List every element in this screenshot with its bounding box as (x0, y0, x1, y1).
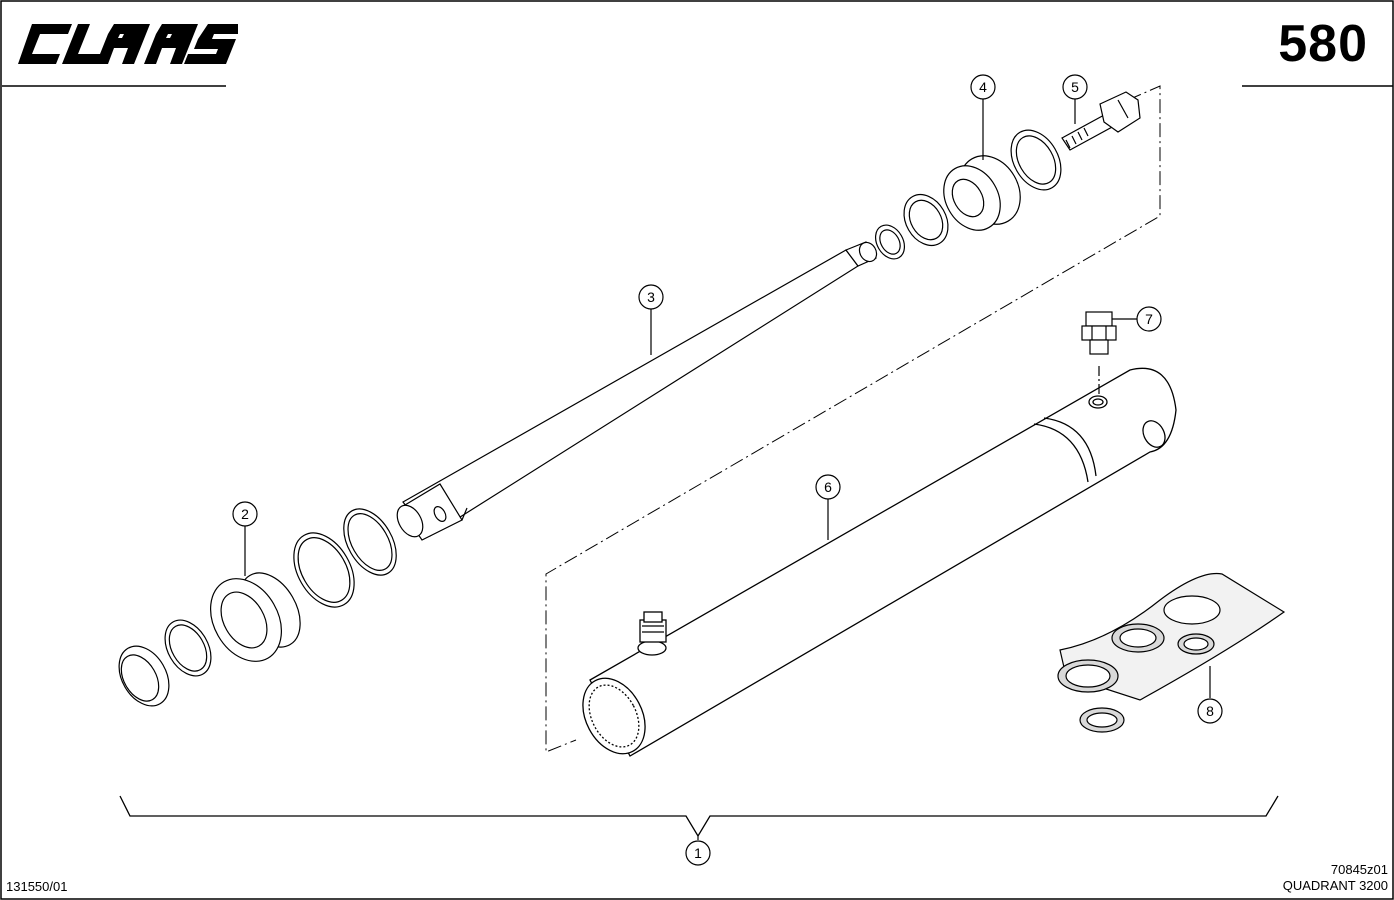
rod-end-seal-set (874, 129, 1062, 260)
footer-right: 70845z01 QUADRANT 3200 (1283, 862, 1388, 894)
callout-1-label: 1 (694, 845, 702, 861)
callout-1: 1 (685, 840, 711, 866)
claas-logo (18, 24, 238, 64)
drawing-number: 70845z01 (1330, 862, 1388, 877)
callout-6: 6 (815, 474, 841, 500)
leader-lines (244, 99, 1211, 840)
piston-seal-set (118, 508, 397, 707)
page-number: 580 (1278, 15, 1368, 73)
piston-rod (396, 241, 878, 541)
document-number: 131550/01 (6, 879, 68, 894)
callout-2-label: 2 (241, 506, 249, 522)
callout-8: 8 (1197, 698, 1223, 724)
callout-7-label: 7 (1145, 311, 1153, 327)
callout-6-label: 6 (824, 479, 832, 495)
callout-4: 4 (970, 74, 996, 100)
callout-5: 5 (1062, 74, 1088, 100)
callout-2: 2 (232, 501, 258, 527)
assembly-outline-rod (545, 85, 1161, 753)
callout-7: 7 (1136, 306, 1162, 332)
cylinder-tube (582, 367, 1177, 757)
assembly-brace (119, 795, 1279, 838)
callout-8-label: 8 (1206, 703, 1214, 719)
callout-3: 3 (638, 284, 664, 310)
callout-4-label: 4 (979, 79, 987, 95)
screw-fitting (1081, 311, 1117, 396)
callout-3-label: 3 (647, 289, 655, 305)
hex-bolt (1061, 91, 1141, 151)
callout-5-label: 5 (1071, 79, 1079, 95)
seal-kit-bag (1057, 572, 1286, 733)
model-name: QUADRANT 3200 (1282, 878, 1388, 893)
